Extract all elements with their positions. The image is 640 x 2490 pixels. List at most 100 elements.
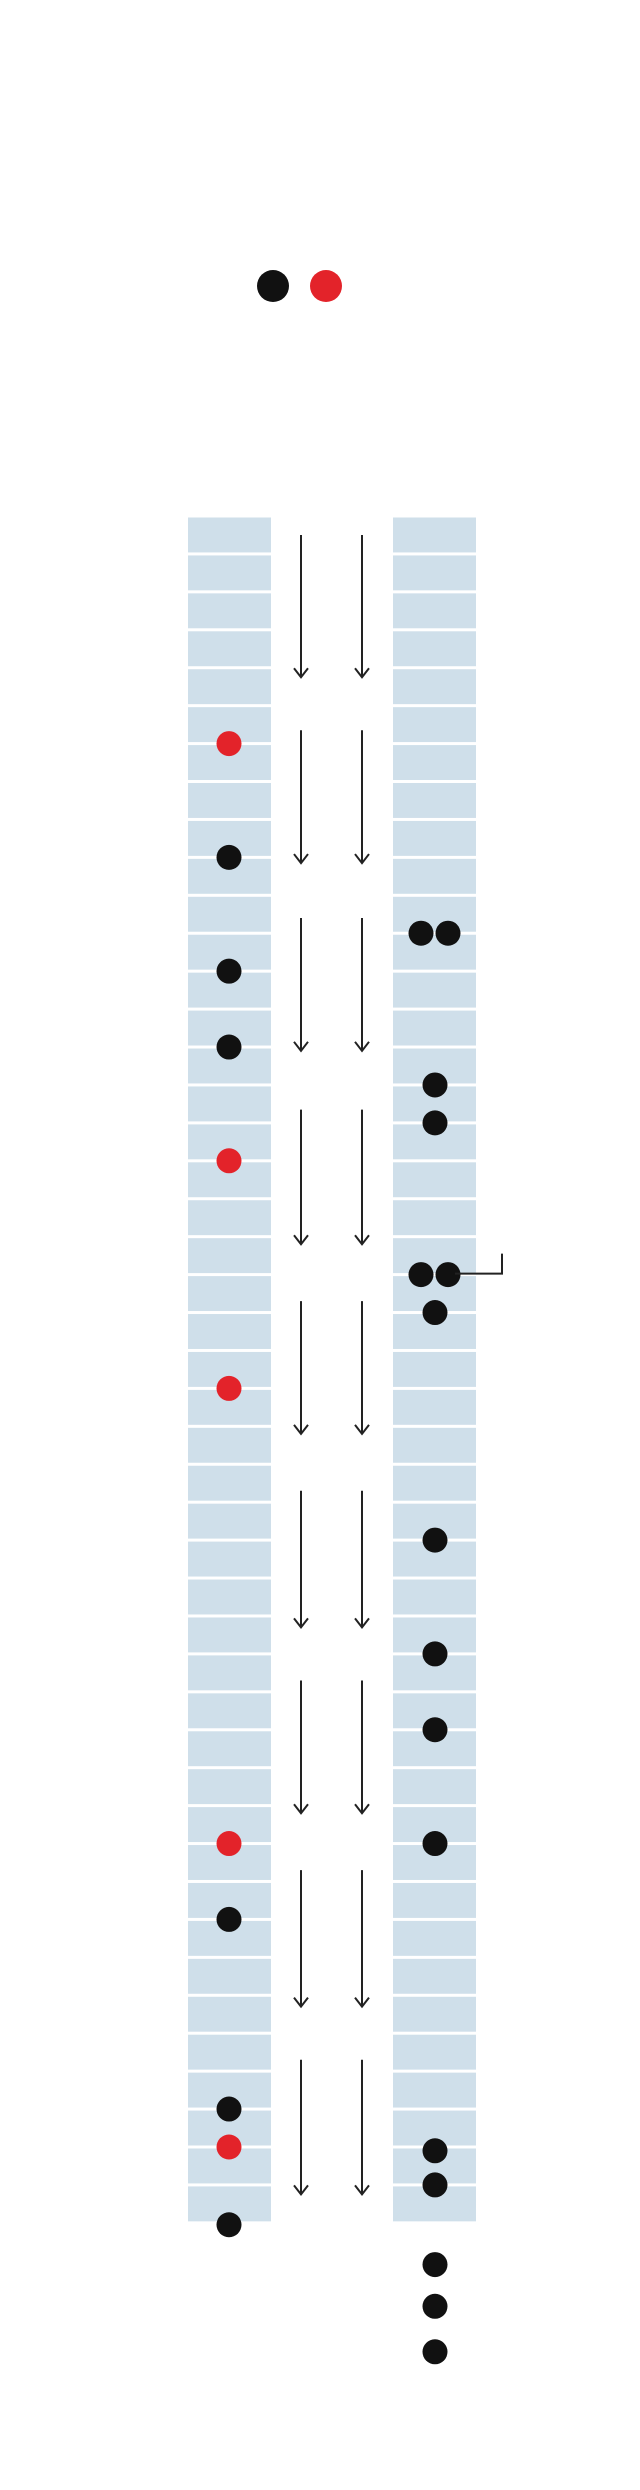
- right-column-cell: [393, 1920, 476, 1956]
- left-dot-red: [216, 1148, 242, 1174]
- right-column-cell: [393, 707, 476, 743]
- down-arrow-head-icon: [354, 1041, 370, 1053]
- down-arrow-head-icon: [354, 1234, 370, 1246]
- right-column-cell: [393, 1882, 476, 1918]
- down-arrow-head-icon: [354, 1803, 370, 1815]
- left-dot-black: [216, 1906, 242, 1932]
- legend-dot-black: [257, 270, 289, 302]
- right-column-cell: [393, 517, 476, 553]
- legend-dot-red: [310, 270, 342, 302]
- left-column-cell: [188, 517, 271, 553]
- right-dot-black: [435, 1262, 461, 1288]
- right-column-cell: [393, 1238, 476, 1274]
- left-column-cell: [188, 1427, 271, 1463]
- right-column-cell: [393, 631, 476, 667]
- right-column-cell: [393, 1427, 476, 1463]
- left-column-cell: [188, 2034, 271, 2070]
- left-dot-black: [216, 844, 242, 870]
- right-column-cell: [393, 1162, 476, 1198]
- right-column-cell: [393, 1010, 476, 1046]
- right-column-cell: [393, 2072, 476, 2108]
- right-column-cell: [393, 858, 476, 894]
- right-dot-black: [422, 1641, 448, 1667]
- down-arrow-head-icon: [293, 667, 309, 679]
- down-arrow-head-icon: [354, 2184, 370, 2197]
- left-column-cell: [188, 555, 271, 591]
- left-dot-black: [216, 2096, 242, 2122]
- right-dot-black: [422, 2293, 448, 2319]
- right-column-cell: [393, 1465, 476, 1501]
- left-column-cell: [188, 1617, 271, 1653]
- left-column-cell: [188, 1655, 271, 1691]
- left-dot-red: [216, 2134, 242, 2160]
- left-column-cell: [188, 593, 271, 629]
- right-dot-black: [408, 920, 434, 946]
- right-column-cell: [393, 1996, 476, 2032]
- down-arrow-head-icon: [293, 1803, 309, 1815]
- down-arrow-head-icon: [354, 1424, 370, 1436]
- right-dot-black: [422, 1831, 448, 1857]
- left-column-cell: [188, 1958, 271, 1994]
- left-column-cell: [188, 1238, 271, 1274]
- right-dot-black: [422, 2252, 448, 2278]
- right-column-cell: [393, 1389, 476, 1425]
- right-column-cell: [393, 896, 476, 932]
- right-dot-black: [422, 2339, 448, 2365]
- left-dot-red: [216, 731, 242, 757]
- left-column-cell: [188, 1465, 271, 1501]
- left-column-cell: [188, 1503, 271, 1539]
- left-column-cell: [188, 1996, 271, 2032]
- left-column-cell: [188, 1579, 271, 1615]
- right-column-cell: [393, 1958, 476, 1994]
- left-column-cell: [188, 896, 271, 932]
- right-column-cell: [393, 593, 476, 629]
- left-column-cell: [188, 1276, 271, 1312]
- right-dot-black: [422, 1527, 448, 1553]
- right-dot-black: [422, 2138, 448, 2164]
- right-dot-black: [422, 1110, 448, 1136]
- left-column-cell: [188, 783, 271, 818]
- left-dot-black: [216, 958, 242, 984]
- left-dot-black: [216, 2212, 242, 2238]
- down-arrow-head-icon: [354, 667, 370, 679]
- right-column-cell: [393, 934, 476, 970]
- right-column-cell: [393, 820, 476, 856]
- right-dot-black: [408, 1262, 434, 1288]
- right-column-cell: [393, 1200, 476, 1236]
- down-arrow-head-icon: [293, 1997, 309, 2009]
- right-column-cell: [393, 972, 476, 1008]
- right-column-cell: [393, 1351, 476, 1387]
- right-column-cell: [393, 1769, 476, 1805]
- left-dot-red: [216, 1375, 242, 1401]
- down-arrow-head-icon: [293, 2184, 309, 2197]
- right-column-cell: [393, 2034, 476, 2070]
- down-arrow-head-icon: [293, 1424, 309, 1436]
- left-column-cell: [188, 1769, 271, 1805]
- left-column-cell: [188, 1314, 271, 1349]
- left-column-cell: [188, 669, 271, 705]
- bracket-connector: [455, 1253, 503, 1275]
- down-arrow-head-icon: [293, 1041, 309, 1053]
- left-column-cell: [188, 1541, 271, 1577]
- down-arrow-head-icon: [354, 1997, 370, 2009]
- right-column-cell: [393, 669, 476, 705]
- right-column-cell: [393, 783, 476, 818]
- left-dot-red: [216, 1831, 242, 1857]
- down-arrow-head-icon: [293, 1234, 309, 1246]
- down-arrow-head-icon: [293, 853, 309, 865]
- right-dot-black: [422, 2172, 448, 2198]
- down-arrow-head-icon: [354, 853, 370, 865]
- left-column-cell: [188, 1200, 271, 1236]
- left-dot-black: [216, 1034, 242, 1060]
- right-dot-black: [422, 1300, 448, 1326]
- left-column-cell: [188, 1693, 271, 1729]
- down-arrow-head-icon: [354, 1617, 370, 1629]
- right-dot-black: [435, 920, 461, 946]
- left-column-cell: [188, 631, 271, 667]
- right-dot-black: [422, 1717, 448, 1743]
- right-column-cell: [393, 745, 476, 781]
- right-column-cell: [393, 555, 476, 591]
- right-column-cell: [393, 1579, 476, 1615]
- left-column-cell: [188, 1086, 271, 1122]
